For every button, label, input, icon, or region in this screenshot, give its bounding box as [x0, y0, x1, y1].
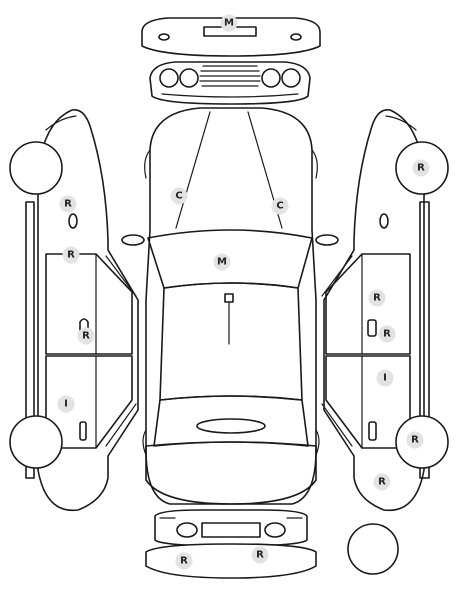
- marker-label: C: [175, 191, 182, 202]
- marker-r-left-front-door-top[interactable]: R: [62, 246, 80, 264]
- marker-label: R: [82, 331, 90, 342]
- marker-label: R: [411, 435, 419, 446]
- marker-c-windshield-left[interactable]: C: [170, 187, 188, 205]
- marker-i-right-rear-door[interactable]: I: [376, 369, 394, 387]
- front-fascia[interactable]: [149, 61, 311, 105]
- marker-label: R: [383, 329, 391, 340]
- marker-r-rear-bumper-left[interactable]: R: [175, 552, 193, 570]
- marker-label: R: [373, 293, 381, 304]
- left-rear-wheel[interactable]: [9, 415, 63, 469]
- marker-label: R: [256, 550, 264, 561]
- spare-wheel[interactable]: [347, 523, 399, 575]
- rear-fascia[interactable]: [154, 509, 308, 547]
- right-side-body[interactable]: [321, 109, 430, 512]
- car-body-top[interactable]: [121, 107, 339, 505]
- marker-r-right-front-door[interactable]: R: [368, 289, 386, 307]
- marker-label: R: [180, 556, 188, 567]
- rear-bumper[interactable]: [145, 543, 317, 579]
- marker-r-right-front-wheel[interactable]: R: [412, 159, 430, 177]
- marker-label: I: [383, 373, 387, 384]
- marker-m-hood[interactable]: M: [213, 253, 231, 271]
- marker-label: R: [417, 163, 425, 174]
- marker-label: M: [224, 18, 234, 29]
- marker-label: R: [378, 477, 386, 488]
- marker-label: C: [276, 201, 283, 212]
- marker-label: M: [217, 257, 227, 268]
- left-front-wheel[interactable]: [9, 141, 63, 195]
- marker-label: I: [64, 399, 68, 410]
- marker-i-left-rear-door[interactable]: I: [57, 395, 75, 413]
- marker-m-front-bumper[interactable]: M: [220, 14, 238, 32]
- marker-r-left-front-door-handle[interactable]: R: [77, 327, 95, 345]
- marker-r-rear-bumper-right[interactable]: R: [251, 546, 269, 564]
- marker-r-left-front-fender[interactable]: R: [59, 195, 77, 213]
- marker-label: R: [67, 250, 75, 261]
- front-bumper[interactable]: [141, 17, 321, 57]
- marker-r-right-rear-wheel[interactable]: R: [406, 431, 424, 449]
- marker-c-windshield-right[interactable]: C: [271, 197, 289, 215]
- marker-r-right-front-door-handle[interactable]: R: [378, 325, 396, 343]
- marker-r-right-rear-quarter[interactable]: R: [373, 473, 391, 491]
- marker-label: R: [64, 199, 72, 210]
